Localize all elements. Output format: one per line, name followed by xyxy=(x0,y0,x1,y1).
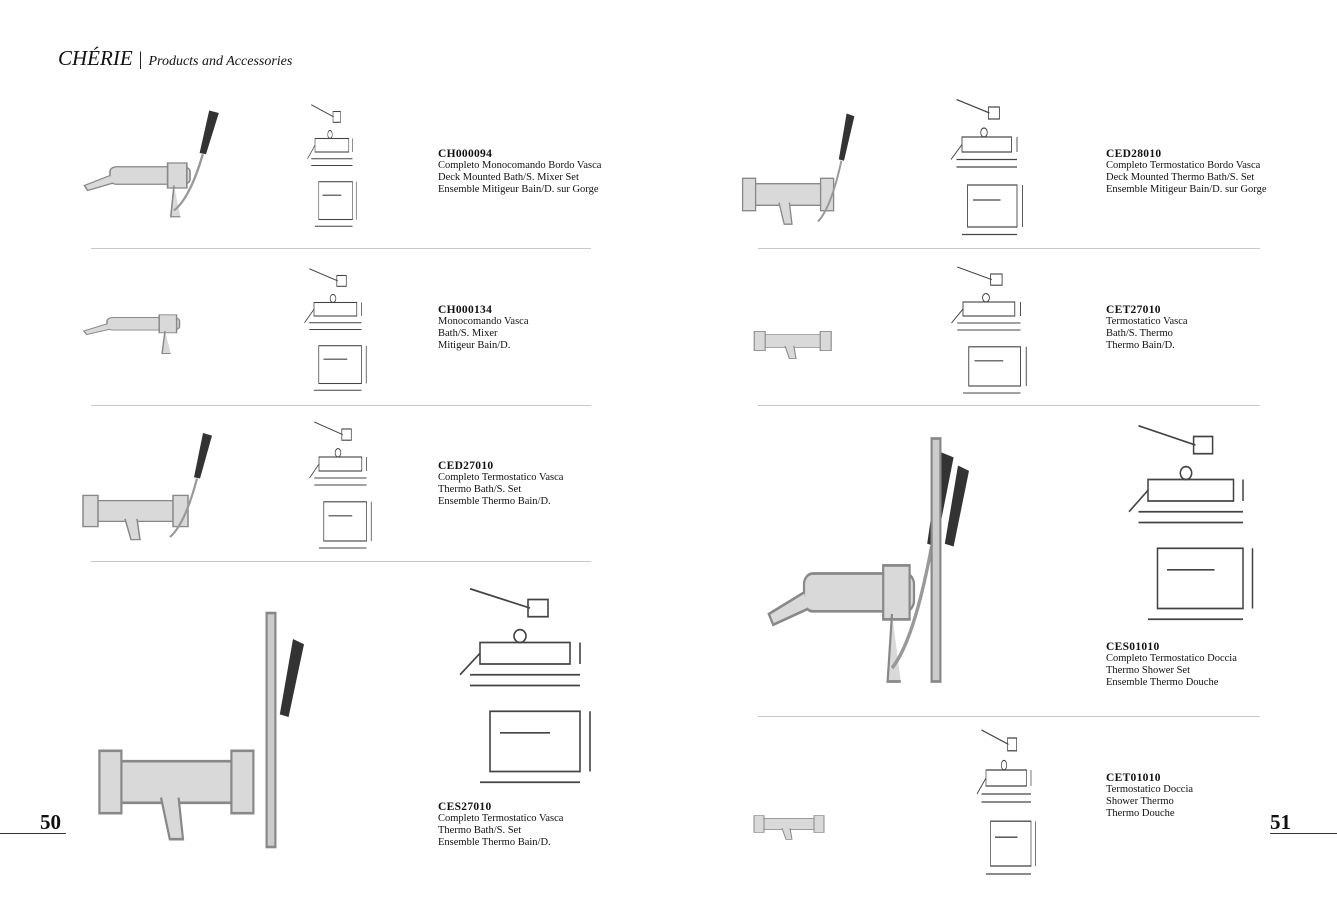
product-code: CES01010 xyxy=(1106,641,1160,653)
page-rule-right xyxy=(1270,833,1337,834)
header-subtitle: Products and Accessories xyxy=(148,54,293,69)
divider xyxy=(91,405,591,406)
page-header: CHÉRIE| Products and Accessories xyxy=(58,46,292,71)
product-name-line: Ensemble Mitigeur Bain/D. sur Gorge xyxy=(438,184,599,195)
product-name-line: Thermo Bain/D. xyxy=(1106,340,1175,351)
product-name-line: Thermo Bath/S. Set xyxy=(438,484,522,495)
page-number-left: 50 xyxy=(40,810,61,834)
product-name-line: Completo Termostatico Vasca xyxy=(438,813,564,824)
product-name-line: Ensemble Thermo Bain/D. xyxy=(438,496,551,507)
product-name-line: Bath/S. Thermo xyxy=(1106,328,1173,339)
header-separator: | xyxy=(138,49,143,70)
product-photo xyxy=(740,100,870,235)
product-code: CH000094 xyxy=(438,148,493,160)
product-photo xyxy=(760,425,980,695)
product-name-line: Completo Termostatico Doccia xyxy=(1106,653,1237,664)
product-name-line: Mitigeur Bain/D. xyxy=(438,340,511,351)
product-name-line: Shower Thermo xyxy=(1106,796,1174,807)
product-name-line: Thermo Bath/S. Set xyxy=(438,825,522,836)
product-name-line: Ensemble Thermo Bain/D. xyxy=(438,837,551,848)
product-name-line: Termostatico Doccia xyxy=(1106,784,1194,795)
product-name-line: Completo Monocomando Bordo Vasca xyxy=(438,160,602,171)
product-code: CET01010 xyxy=(1106,772,1161,784)
technical-drawing xyxy=(300,98,375,233)
divider xyxy=(758,405,1260,406)
product-name-line: Completo Termostatico Vasca xyxy=(438,472,564,483)
page-number-right: 51 xyxy=(1270,810,1291,834)
product-photo xyxy=(78,268,223,358)
divider xyxy=(758,248,1260,249)
product-code: CH000134 xyxy=(438,304,493,316)
product-code: CED28010 xyxy=(1106,148,1162,160)
brand-title: CHÉRIE xyxy=(58,46,133,70)
divider xyxy=(91,561,591,562)
product-name-line: Monocomando Vasca xyxy=(438,316,529,327)
technical-drawing xyxy=(295,262,390,397)
product-name-line: Ensemble Thermo Douche xyxy=(1106,677,1219,688)
product-name-line: Deck Mounted Thermo Bath/S. Set xyxy=(1106,172,1255,183)
product-code: CET27010 xyxy=(1106,304,1161,316)
product-photo xyxy=(752,285,862,365)
technical-drawing xyxy=(968,722,1058,882)
product-name-line: Thermo Douche xyxy=(1106,808,1175,819)
technical-drawing xyxy=(940,260,1055,400)
product-code: CED27010 xyxy=(438,460,494,472)
divider xyxy=(758,716,1260,717)
technical-drawing xyxy=(1110,415,1300,630)
technical-drawing xyxy=(300,415,395,555)
product-name-line: Termostatico Vasca xyxy=(1106,316,1188,327)
product-photo xyxy=(78,98,238,223)
page-rule-left xyxy=(0,833,66,834)
product-photo xyxy=(80,420,230,550)
technical-drawing xyxy=(940,92,1050,242)
product-name-line: Deck Mounted Bath/S. Mixer Set xyxy=(438,172,579,183)
technical-drawing xyxy=(440,578,640,793)
product-name-line: Thermo Shower Set xyxy=(1106,665,1190,676)
product-code: CES27010 xyxy=(438,801,492,813)
product-name-line: Bath/S. Mixer xyxy=(438,328,498,339)
divider xyxy=(91,248,591,249)
product-name-line: Ensemble Mitigeur Bain/D. sur Gorge xyxy=(1106,184,1267,195)
product-name-line: Completo Termostatico Bordo Vasca xyxy=(1106,160,1261,171)
product-photo xyxy=(95,600,315,860)
product-photo xyxy=(752,775,852,845)
